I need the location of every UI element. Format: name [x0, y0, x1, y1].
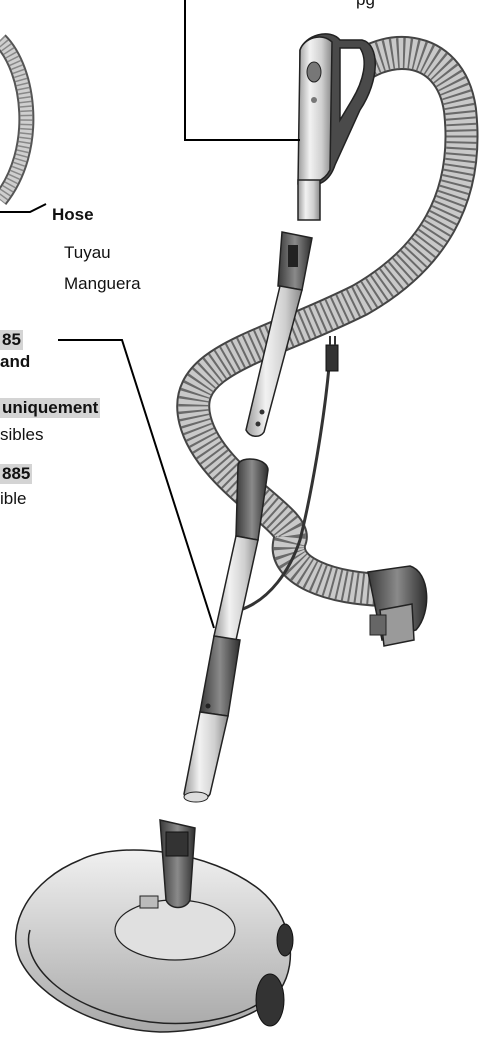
top-partial-text: pg — [356, 0, 375, 10]
left-hose-fragment — [0, 40, 26, 200]
hose-handle — [298, 34, 375, 220]
hose-swivel-end — [368, 566, 427, 646]
wand-code-1: 85 — [0, 330, 23, 350]
hose-label-fr: Tuyau — [64, 243, 111, 263]
wand-label: and — [0, 352, 30, 372]
hose-label: Hose — [52, 205, 94, 225]
wand-note-es: ible — [0, 489, 26, 509]
wand-note-fr: uniquement — [0, 398, 100, 418]
wand-code-2: 885 — [0, 464, 32, 484]
wand-note-fr-2: sibles — [0, 425, 43, 445]
hose-label-es: Manguera — [64, 274, 141, 294]
lower-wand — [184, 459, 268, 802]
power-nozzle — [16, 820, 293, 1032]
